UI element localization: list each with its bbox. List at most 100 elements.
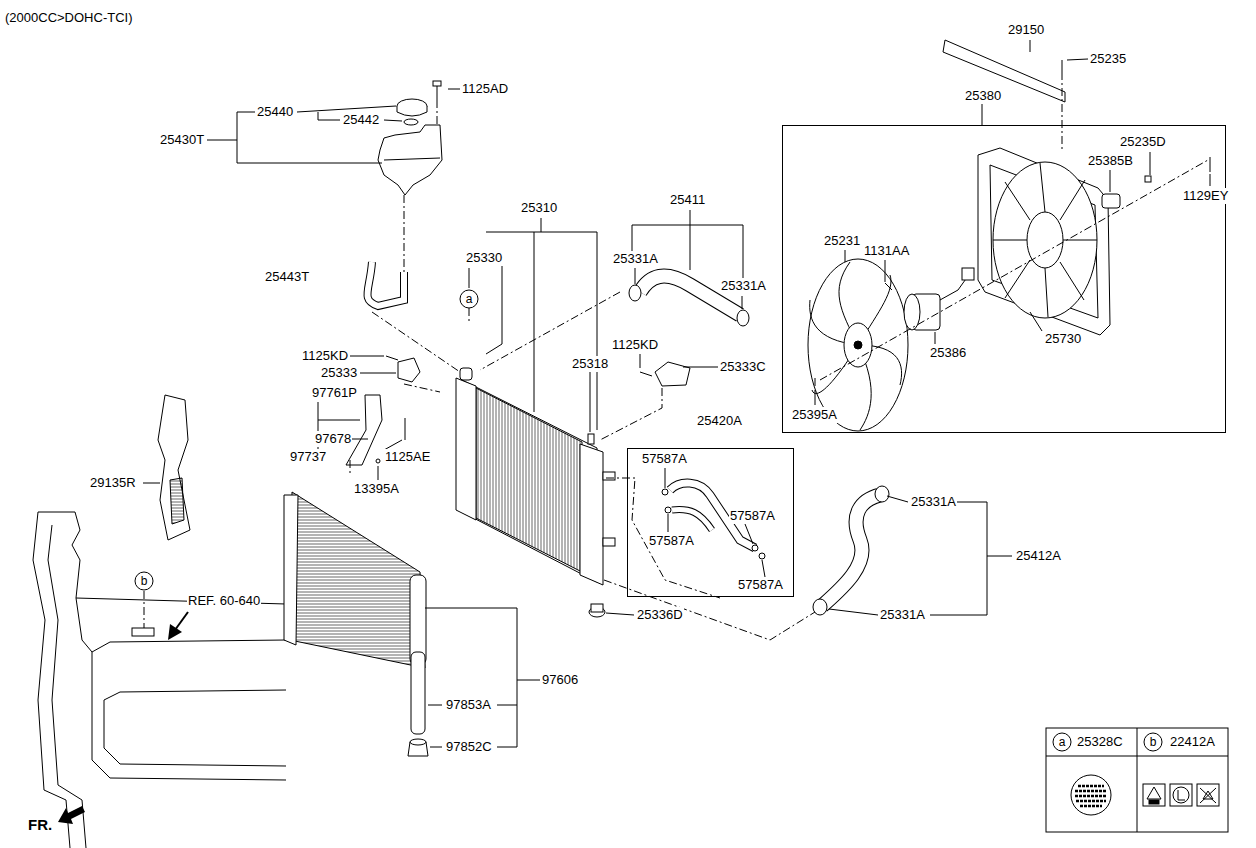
front-arrow-part [58, 806, 85, 824]
front-panel-part [76, 598, 92, 652]
callout-number: 97852C [445, 739, 493, 755]
callout-number: 22412A [1169, 734, 1216, 750]
legend-table [1046, 728, 1228, 832]
dash-dot-lines-part [1062, 72, 1063, 150]
callout-number: 25235 [1089, 51, 1127, 67]
ref-arrow-part [175, 612, 188, 630]
brackets-part [346, 395, 382, 465]
callout-number: 57587A [737, 577, 784, 593]
front-panel-part [33, 512, 70, 848]
hoses-part [737, 310, 749, 326]
circle-outline [460, 290, 478, 308]
callout-number: 25420A [696, 413, 743, 429]
callout-number: 25331A [879, 607, 926, 623]
leader-lines-part [143, 483, 160, 484]
reservoir-part [378, 125, 442, 195]
brackets-part [655, 362, 690, 386]
note-text: FR. [27, 817, 53, 833]
front-arrow [58, 806, 85, 824]
fan-part [854, 341, 862, 349]
legend-table-part [1147, 787, 1161, 799]
leader-lines-part [815, 312, 1042, 405]
reference-circle: b [134, 571, 154, 591]
radiator-part [476, 388, 582, 572]
dash-dot-lines-part [600, 388, 662, 440]
callout-number: 25331A [910, 494, 957, 510]
top-bar-part [943, 40, 1065, 102]
leader-lines-part [207, 112, 382, 163]
dash-dot-lines-part [820, 160, 1208, 380]
callout-number: 25386 [929, 345, 967, 361]
hoses-part [665, 507, 671, 513]
fan-part [810, 262, 902, 430]
hoses-part [759, 553, 765, 559]
fan-shroud-part [978, 148, 1110, 335]
fan-part [808, 259, 908, 431]
callout-number: 1125KD [611, 337, 659, 353]
dash-dot-lines-part [350, 460, 351, 475]
hoses-part [367, 262, 404, 306]
callout-number: 97678 [314, 431, 352, 447]
top-bar [943, 40, 1065, 102]
leader-lines-part [982, 102, 983, 125]
callout-number: 29150 [1007, 22, 1045, 38]
brackets-part [376, 459, 380, 463]
dash-dot-lines-part [404, 195, 405, 272]
fan-part [844, 323, 872, 367]
callout-number: 25440 [256, 104, 294, 120]
callout-number: 25385B [1087, 153, 1134, 169]
legend-table-part [1173, 787, 1189, 803]
front-panel-part [104, 690, 286, 766]
leader-lines-part [350, 354, 718, 432]
reservoir-part [404, 119, 418, 125]
callout-number: 25331A [612, 251, 659, 267]
brackets-part [398, 358, 420, 382]
callout-number: 25412A [1015, 548, 1062, 564]
leader-lines-part [606, 613, 634, 615]
air-guard-part [170, 478, 184, 524]
callout-number: 97737 [289, 449, 327, 465]
callout-number: 1125AD [461, 81, 509, 97]
radiator-part [460, 368, 472, 380]
callout-number: 13395A [353, 481, 400, 497]
legend-table-part [1143, 784, 1165, 806]
legend-table-part [1203, 791, 1213, 799]
dash-dot-lines-part [372, 312, 460, 372]
fan-shroud [978, 148, 1210, 335]
fan-shroud-part [1210, 157, 1211, 172]
callout-number: 25730 [1044, 331, 1082, 347]
callout-number: 25318 [571, 356, 609, 372]
assembly-box: 25380 [782, 125, 1226, 433]
radiator-part [603, 538, 615, 546]
leader-lines-part [1067, 59, 1088, 60]
air-guard [158, 395, 190, 540]
radiator-part [462, 380, 597, 582]
fan-part [815, 378, 816, 386]
callout-number: 25310 [520, 200, 558, 216]
leader-lines-part [428, 705, 442, 747]
hoses-part [752, 545, 758, 551]
ref-arrow-part [168, 624, 182, 640]
callout-number: 25235D [1119, 134, 1167, 150]
leader-lines-part [425, 608, 540, 747]
legend-table-part [1071, 775, 1111, 815]
fan-motor-part [962, 268, 974, 280]
leader-lines-part [829, 496, 1012, 615]
fan-shroud-part [993, 162, 1097, 318]
callout-number: 25330 [465, 250, 503, 266]
leader-lines-part [632, 210, 743, 278]
condenser-part [284, 495, 298, 645]
brackets-part [405, 418, 406, 440]
legend-table-part [1170, 784, 1192, 806]
front-panel-part [92, 640, 286, 780]
callout-number: 1125KD [301, 348, 349, 364]
legend-table-part [1046, 756, 1228, 757]
dash-dot-lines-part [144, 591, 145, 628]
callout-number: 25231 [823, 233, 861, 249]
dash-dot-lines-part [606, 478, 720, 598]
callout-number: 25333 [320, 365, 358, 381]
reference-letter: a [1052, 736, 1072, 748]
circle-outline [1144, 733, 1162, 751]
